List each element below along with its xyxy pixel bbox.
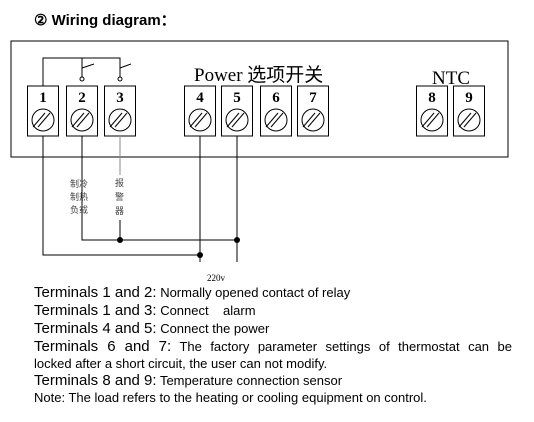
terminal-9: 9 bbox=[453, 85, 485, 137]
screw-icon bbox=[108, 108, 132, 132]
screw-slot bbox=[32, 112, 46, 128]
note-head: Terminals 8 and 9: bbox=[34, 372, 157, 389]
terminal-8: 8 bbox=[416, 85, 448, 137]
power-switch-label: Power 选项开关 bbox=[194, 64, 323, 86]
note-body: Temperature connection sensor bbox=[156, 373, 343, 388]
screw-slot bbox=[270, 112, 284, 128]
terminal-2: 2 bbox=[66, 85, 98, 137]
screw-slot bbox=[458, 112, 472, 128]
terminal-number: 3 bbox=[116, 90, 124, 106]
alarm-label: 报 警 器 bbox=[115, 177, 124, 217]
junction-dot bbox=[234, 237, 240, 243]
load-label-line-1: 制冷 bbox=[70, 178, 88, 190]
alarm-label-char-3: 器 bbox=[115, 206, 124, 217]
screw-slot bbox=[463, 112, 477, 128]
screw-icon bbox=[301, 108, 325, 132]
screw-icon bbox=[70, 108, 94, 132]
terminal-number: 1 bbox=[39, 90, 47, 106]
ntc-label: NTC bbox=[432, 68, 470, 89]
note-line: Terminals 1 and 3: Connect alarm bbox=[34, 302, 512, 320]
screw-slot bbox=[189, 112, 203, 128]
screw-slot bbox=[302, 112, 316, 128]
terminal-7: 7 bbox=[297, 85, 329, 137]
terminal-3: 3 bbox=[104, 85, 136, 137]
terminal-number: 4 bbox=[196, 90, 204, 106]
terminal-notes: Terminals 1 and 2: Normally opened conta… bbox=[34, 284, 512, 406]
terminal-6: 6 bbox=[260, 85, 292, 137]
diagram-heading: ② Wiring diagram： bbox=[34, 12, 176, 29]
external-wiring bbox=[42, 136, 240, 262]
note-line: Terminals 1 and 2: Normally opened conta… bbox=[34, 284, 512, 302]
screw-slot bbox=[37, 112, 51, 128]
alarm-label-char-1: 报 bbox=[115, 177, 124, 189]
terminal-number: 2 bbox=[78, 90, 86, 106]
note-line: Terminals 6 and 7: The factory parameter… bbox=[34, 338, 512, 356]
note-footer-body: The load refers to the heating or coolin… bbox=[65, 390, 427, 405]
screw-slot bbox=[265, 112, 279, 128]
terminal-1: 1 bbox=[27, 85, 59, 137]
screw-icon bbox=[457, 108, 481, 132]
terminal-5: 5 bbox=[221, 85, 253, 137]
note-body: Connect alarm bbox=[156, 303, 256, 318]
terminal-4: 4 bbox=[184, 85, 216, 137]
terminal-number: 9 bbox=[465, 90, 473, 106]
load-label-line-2: 制热 bbox=[70, 191, 88, 203]
note-head: Terminals 1 and 2: bbox=[34, 284, 157, 301]
voltage-label: 220v bbox=[207, 273, 226, 283]
screw-slot bbox=[231, 112, 245, 128]
terminal-blocks: 1 2 3 4 5 6 7 8 9 bbox=[27, 85, 485, 137]
note-footer-head: Note: bbox=[34, 390, 66, 405]
note-continuation: locked after a short circuit, the user c… bbox=[34, 356, 328, 371]
note-body: Connect the power bbox=[156, 321, 270, 336]
screw-slot bbox=[114, 112, 128, 128]
screw-slot bbox=[76, 112, 90, 128]
screw-slot bbox=[109, 112, 123, 128]
terminal-number: 8 bbox=[428, 90, 436, 106]
load-label-line-3: 负载 bbox=[70, 204, 88, 216]
screw-icon bbox=[420, 108, 444, 132]
note-head: Terminals 4 and 5: bbox=[34, 320, 157, 337]
terminal-number: 6 bbox=[272, 90, 280, 106]
screw-slot bbox=[226, 112, 240, 128]
note-footer: Note: The load refers to the heating or … bbox=[34, 390, 512, 406]
screw-slot bbox=[421, 112, 435, 128]
note-body: Normally opened contact of relay bbox=[156, 285, 351, 300]
note-line: Terminals 8 and 9: Temperature connectio… bbox=[34, 372, 512, 390]
junction-dot bbox=[117, 237, 123, 243]
screw-icon bbox=[31, 108, 55, 132]
screw-icon bbox=[225, 108, 249, 132]
screw-icon bbox=[188, 108, 212, 132]
alarm-label-char-2: 警 bbox=[115, 191, 124, 203]
note-head: Terminals 6 and 7: bbox=[34, 338, 172, 355]
load-label: 制冷 制热 负载 bbox=[70, 178, 88, 216]
note-head: Terminals 1 and 3: bbox=[34, 302, 157, 319]
junction-dot bbox=[197, 252, 203, 258]
note-body: The factory parameter settings of thermo… bbox=[171, 339, 512, 354]
terminal-number: 7 bbox=[309, 90, 317, 106]
screw-slot bbox=[426, 112, 440, 128]
relay-switch-wiring bbox=[42, 57, 132, 86]
terminal-number: 5 bbox=[233, 90, 241, 106]
screw-slot bbox=[307, 112, 321, 128]
note-line: Terminals 4 and 5: Connect the power bbox=[34, 320, 512, 338]
screw-slot bbox=[194, 112, 208, 128]
screw-icon bbox=[264, 108, 288, 132]
screw-slot bbox=[71, 112, 85, 128]
